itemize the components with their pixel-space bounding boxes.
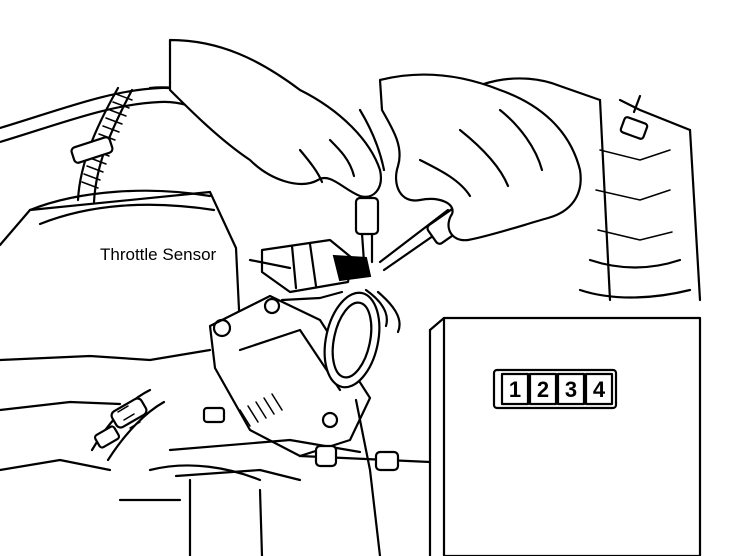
pin-2-label: 2 <box>537 377 549 402</box>
throttle-sensor <box>260 238 372 294</box>
corrugated-hose-left <box>70 86 134 204</box>
throttle-linkage <box>118 393 432 556</box>
pin-3-cell <box>556 372 586 406</box>
hose-lower-left <box>90 388 166 462</box>
throttle-body <box>208 290 381 458</box>
intake-housing <box>0 190 262 482</box>
pin-1-label: 1 <box>509 377 521 402</box>
pin-4-label: 4 <box>593 377 606 402</box>
pin-4-cell <box>584 372 614 406</box>
pin-3-label: 3 <box>565 377 577 402</box>
control-module-box <box>428 316 702 556</box>
callout-leader-line <box>248 258 292 270</box>
pin-connector: 1 2 3 4 <box>492 368 618 410</box>
pin-2-cell <box>528 372 558 406</box>
hand-left <box>168 38 386 198</box>
pin-1-cell <box>500 372 530 406</box>
hand-right <box>378 73 582 242</box>
throttle-sensor-label: Throttle Sensor <box>100 245 217 264</box>
